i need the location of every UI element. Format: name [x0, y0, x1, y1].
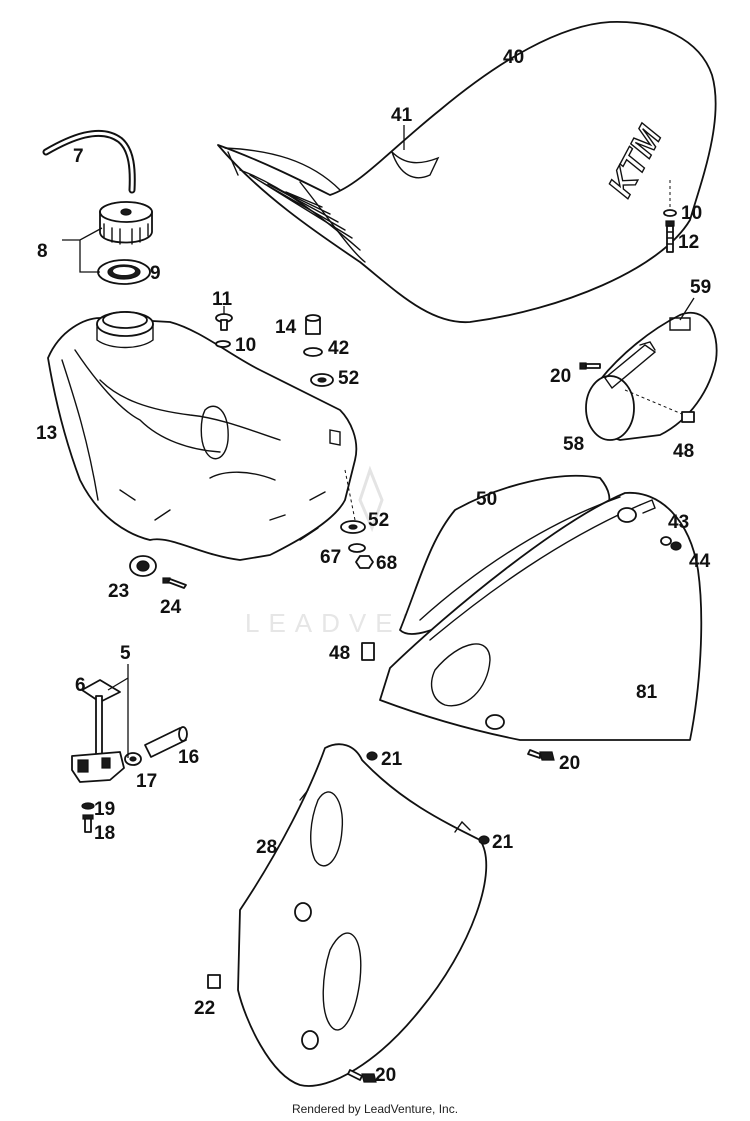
bolt-21-right[interactable] — [478, 835, 490, 845]
callout-20[interactable]: 20 — [550, 366, 571, 387]
callout-41[interactable]: 41 — [391, 105, 413, 126]
rubber-mount-23[interactable] — [129, 555, 157, 577]
callout-22[interactable]: 22 — [194, 998, 215, 1019]
side-cover-right[interactable] — [379, 474, 703, 741]
clip-22[interactable] — [207, 974, 221, 989]
callout-11[interactable]: 11 — [212, 289, 233, 310]
rubber-washer-52-top[interactable] — [310, 373, 334, 387]
rubber-washer-52-bottom[interactable] — [340, 520, 366, 534]
seat-bolt[interactable] — [665, 220, 675, 253]
callout-81[interactable]: 81 — [636, 682, 658, 703]
callout-24[interactable]: 24 — [160, 597, 182, 618]
callout-43[interactable]: 43 — [668, 512, 689, 533]
side-cover-left[interactable] — [237, 743, 488, 1087]
callout-18[interactable]: 18 — [94, 823, 115, 844]
seat-washer[interactable] — [663, 209, 677, 217]
nut-43[interactable] — [660, 536, 672, 546]
watermark-emblem — [358, 465, 384, 533]
bolt-20-left[interactable] — [347, 1069, 377, 1083]
callout-20b[interactable]: 20 — [559, 753, 580, 774]
clip-48-toolbag[interactable] — [681, 411, 695, 423]
footer-credit: Rendered by LeadVenture, Inc. — [291, 1102, 459, 1116]
callout-59[interactable]: 59 — [690, 277, 711, 298]
screw-18[interactable] — [82, 814, 94, 833]
callout-7[interactable]: 7 — [73, 146, 84, 167]
callout-10[interactable]: 10 — [681, 203, 702, 224]
callout-40[interactable]: 40 — [503, 47, 524, 68]
callout-48b[interactable]: 48 — [329, 643, 350, 664]
callout-52b[interactable]: 52 — [368, 510, 389, 531]
callout-68[interactable]: 68 — [376, 553, 397, 574]
callout-12[interactable]: 12 — [678, 232, 699, 253]
callout-21[interactable]: 21 — [381, 749, 403, 770]
callout-16[interactable]: 16 — [178, 747, 199, 768]
fuel-tank[interactable] — [47, 311, 358, 561]
clip-48-side[interactable] — [361, 642, 375, 661]
callout-19[interactable]: 19 — [94, 799, 115, 820]
seat[interactable]: KTM — [217, 21, 717, 323]
washer-67[interactable] — [348, 543, 366, 553]
callout-48[interactable]: 48 — [673, 441, 694, 462]
tool-bag[interactable] — [585, 312, 718, 441]
fuel-cap[interactable] — [99, 201, 153, 245]
callout-58[interactable]: 58 — [563, 434, 584, 455]
callout-67[interactable]: 67 — [320, 547, 341, 568]
callout-21b[interactable]: 21 — [492, 832, 514, 853]
bolt-21-top[interactable] — [366, 751, 378, 761]
callout-8[interactable]: 8 — [37, 241, 48, 262]
bolt-20-toolbag[interactable] — [579, 362, 601, 370]
callout-52[interactable]: 52 — [338, 368, 359, 389]
callout-28[interactable]: 28 — [256, 837, 277, 858]
washer-10[interactable] — [215, 340, 231, 348]
callout-6[interactable]: 6 — [75, 675, 86, 696]
callout-17[interactable]: 17 — [136, 771, 157, 792]
callout-13[interactable]: 13 — [36, 423, 57, 444]
washer-42[interactable] — [303, 347, 323, 357]
fuel-breather-hose[interactable] — [42, 129, 136, 194]
bolt-24[interactable] — [162, 577, 187, 589]
bolt-11[interactable] — [215, 313, 233, 331]
bolt-44[interactable] — [670, 541, 682, 551]
fuel-tap[interactable] — [71, 679, 125, 783]
callout-14[interactable]: 14 — [275, 317, 297, 338]
fuel-hose-16[interactable] — [144, 726, 188, 758]
fuel-cap-gasket[interactable] — [97, 259, 151, 285]
leader-5 — [107, 664, 129, 758]
callout-5[interactable]: 5 — [120, 643, 131, 664]
callout-20c[interactable]: 20 — [375, 1065, 396, 1086]
leader-59 — [679, 297, 695, 321]
callout-42[interactable]: 42 — [328, 338, 349, 359]
bolt-14[interactable] — [305, 314, 321, 335]
bolt-20-side[interactable] — [527, 749, 555, 761]
nut-68[interactable] — [355, 555, 374, 569]
callout-23[interactable]: 23 — [108, 581, 129, 602]
callout-44[interactable]: 44 — [689, 551, 711, 572]
callout-10b[interactable]: 10 — [235, 335, 256, 356]
leader-8 — [62, 227, 103, 273]
o-ring-19[interactable] — [81, 802, 95, 810]
callout-50[interactable]: 50 — [476, 489, 497, 510]
clamp-17[interactable] — [124, 752, 142, 766]
callout-9[interactable]: 9 — [150, 263, 161, 284]
